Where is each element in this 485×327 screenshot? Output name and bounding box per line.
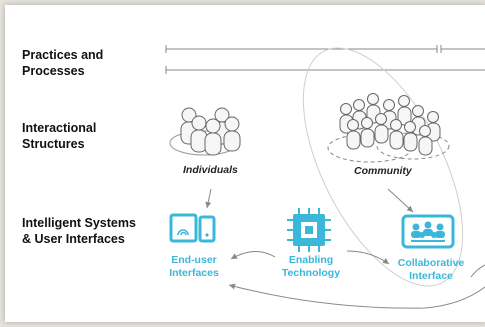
group-label-community: Community [354, 165, 412, 177]
diagram-slide: Practices and Processes Interactional St… [5, 5, 485, 322]
arrow-enabling-to-collaborative [346, 250, 390, 265]
row-label-practices: Practices and Processes [22, 48, 104, 78]
timeline-practices [165, 45, 485, 53]
diagram-canvas [165, 45, 485, 309]
community-people-icon [327, 93, 450, 163]
arrow-collaborative-incoming [470, 264, 485, 278]
chip-icon [287, 208, 331, 252]
arrow-feedback-loop [228, 283, 485, 309]
group-label-individuals: Individuals [183, 164, 238, 176]
individuals-people-icon [169, 107, 241, 156]
end-user-device-icon [169, 213, 216, 243]
row-label-intelligent-systems: Intelligent Systems & User Interfaces [22, 216, 136, 246]
label-end-user-interfaces: End-user Interfaces [169, 254, 219, 279]
row-label-interactional: Interactional Structures [22, 121, 97, 151]
arrow-community-to-collaborative [387, 188, 414, 213]
arrow-individuals-to-enduser [205, 188, 212, 209]
label-collaborative-interface: Collaborative Interface [397, 257, 465, 282]
arrow-enabling-to-enduser [230, 251, 276, 260]
label-enabling-technology: Enabling Technology [281, 254, 341, 279]
collaborative-screen-icon [401, 214, 455, 249]
timeline-processes [165, 66, 485, 74]
